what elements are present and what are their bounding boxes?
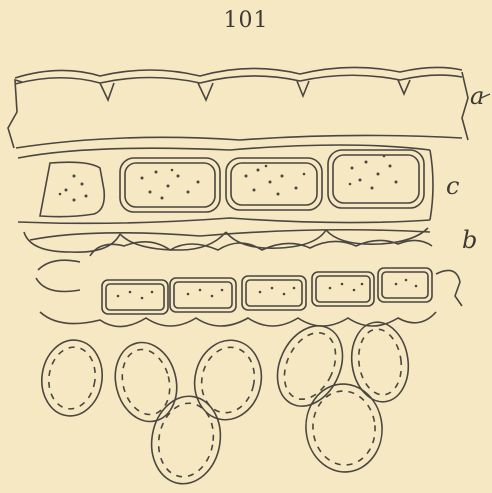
figure-labels: a c b — [446, 82, 490, 254]
small-cell-row — [36, 240, 462, 326]
pit-4 — [398, 80, 410, 94]
oval-cell-3 — [187, 334, 268, 426]
cell-layer-c — [18, 145, 433, 223]
oval-cell-6 — [145, 391, 227, 489]
cell-layer-b — [24, 228, 430, 252]
label-c: c — [446, 172, 459, 200]
cell-c-2 — [226, 158, 322, 210]
small-cell-3 — [242, 276, 306, 310]
epidermis-layer-a — [8, 67, 468, 148]
label-a: a — [470, 82, 484, 110]
cell-c-0 — [40, 162, 104, 216]
pit-1 — [100, 83, 114, 100]
cell-c-1 — [120, 158, 220, 212]
small-cell-5 — [378, 268, 432, 302]
oval-cell-2 — [107, 336, 185, 428]
pit-2 — [198, 83, 213, 100]
oval-cell-5 — [347, 318, 414, 405]
label-b: b — [462, 226, 477, 254]
oval-cell-4 — [265, 315, 355, 416]
small-cell-1 — [102, 280, 168, 314]
small-cell-4 — [312, 272, 374, 306]
small-cell-2 — [170, 278, 236, 312]
granules-small — [117, 279, 418, 300]
oval-cell-1 — [37, 336, 107, 420]
granules-c — [59, 155, 398, 202]
cell-c-3 — [328, 150, 424, 208]
oval-cell-layer — [37, 315, 413, 489]
pit-3 — [297, 81, 309, 96]
